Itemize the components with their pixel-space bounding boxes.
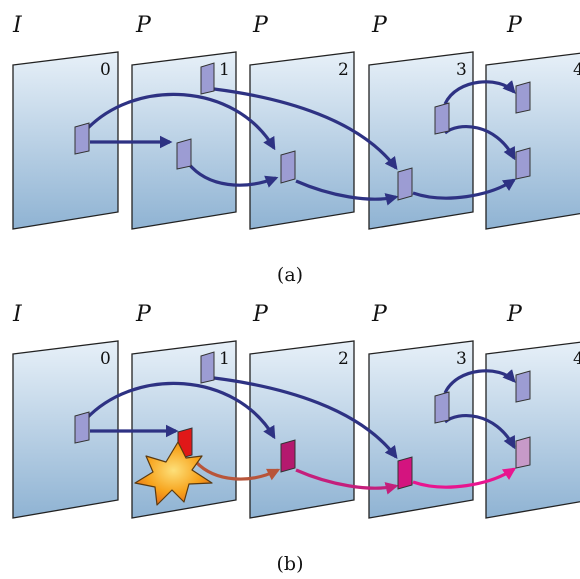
- frame-index-4: 4: [573, 349, 580, 369]
- frame-index-0: 0: [100, 349, 111, 369]
- block-b-f0: [75, 412, 89, 443]
- caption-b: (b): [277, 553, 304, 575]
- frame-type-label-3: P: [371, 302, 388, 327]
- block-a-f2: [281, 151, 295, 183]
- block-b-f4-top: [516, 371, 530, 402]
- block-b-f3-top: [435, 392, 449, 423]
- panel-a: I P P P P 0 1 2 3 4: [12, 13, 580, 286]
- block-a-f1-low: [177, 139, 191, 169]
- block-a-f4-top: [516, 82, 530, 113]
- error-block-f4: [516, 437, 530, 468]
- block-a-f4-low: [516, 148, 530, 179]
- frame-index-2: 2: [338, 60, 349, 80]
- frame-type-label-4: P: [506, 302, 523, 327]
- block-b-f1-top: [201, 352, 214, 383]
- frame-index-2: 2: [338, 349, 349, 369]
- frame-type-label-1: P: [135, 302, 152, 327]
- block-a-f1-top: [201, 63, 214, 94]
- frame-index-4: 4: [573, 60, 580, 80]
- block-a-f0: [75, 123, 89, 154]
- frame-index-3: 3: [456, 60, 467, 80]
- frame-type-label-4: P: [506, 13, 523, 38]
- frame-type-label-2: P: [252, 13, 269, 38]
- frame-3: 3: [369, 341, 473, 518]
- caption-a: (a): [277, 264, 303, 286]
- block-a-f3-top: [435, 103, 449, 134]
- frame-type-label-0: I: [12, 302, 23, 327]
- frame-index-1: 1: [219, 60, 230, 80]
- error-block-f2: [281, 440, 295, 472]
- frame-3: 3: [369, 52, 473, 229]
- frame-index-0: 0: [100, 60, 111, 80]
- frame-2: 2: [250, 341, 354, 518]
- frame-index-3: 3: [456, 349, 467, 369]
- frame-index-1: 1: [219, 349, 230, 369]
- panel-b: I P P P P 0 1 2 3 4: [12, 302, 580, 575]
- frame-type-label-0: I: [12, 13, 23, 38]
- frame-type-label-1: P: [135, 13, 152, 38]
- frame-type-label-2: P: [252, 302, 269, 327]
- frame-type-label-3: P: [371, 13, 388, 38]
- block-a-f3-low: [398, 168, 412, 200]
- frame-2: 2: [250, 52, 354, 229]
- error-block-f3: [398, 457, 412, 489]
